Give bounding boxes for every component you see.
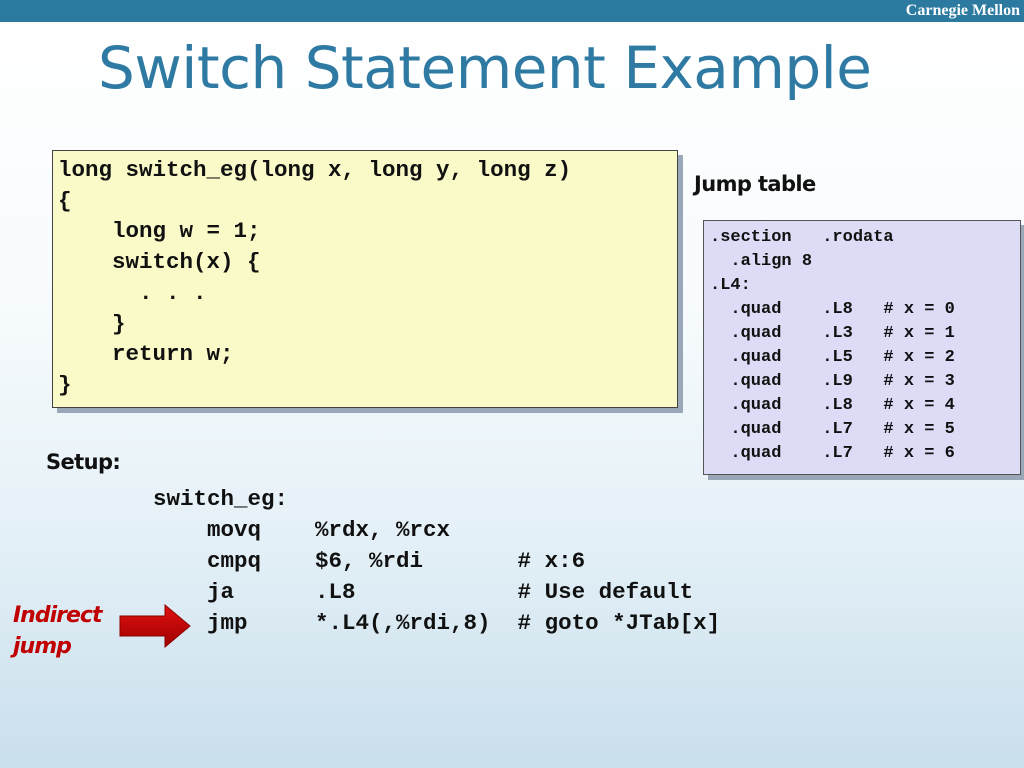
c-code-text: long switch_eg(long x, long y, long z) {… bbox=[58, 157, 572, 398]
top-bar: Carnegie Mellon bbox=[0, 0, 1024, 22]
jump-table-text: .section .rodata .align 8 .L4: .quad .L8… bbox=[710, 228, 955, 463]
setup-label: Setup: bbox=[46, 450, 121, 474]
indirect-jump-label: Indirect jump bbox=[13, 603, 102, 659]
c-code-box: long switch_eg(long x, long y, long z) {… bbox=[52, 150, 678, 408]
setup-assembly: switch_eg: movq %rdx, %rcx cmpq $6, %rdi… bbox=[153, 486, 721, 636]
slide-title: Switch Statement Example bbox=[98, 34, 872, 102]
jump-table-label: Jump table bbox=[694, 172, 816, 196]
brand-label: Carnegie Mellon bbox=[905, 2, 1020, 19]
jump-table-box: .section .rodata .align 8 .L4: .quad .L8… bbox=[703, 220, 1021, 475]
right-arrow-icon bbox=[119, 604, 191, 648]
